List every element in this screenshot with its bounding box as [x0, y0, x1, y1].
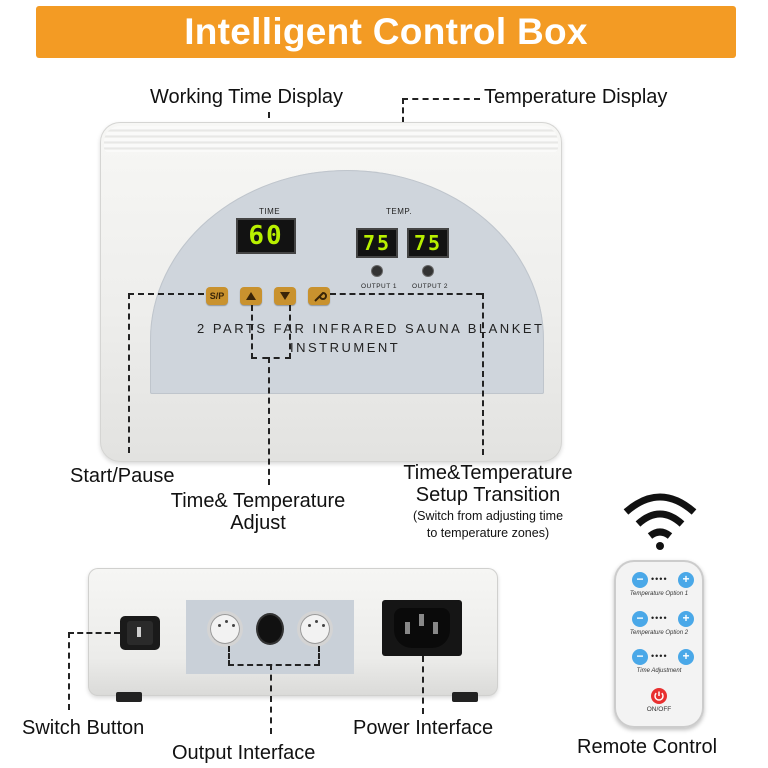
- time-temp-adjust-label-line1: Time& Temperature: [170, 490, 346, 512]
- adjust-leader-box: [251, 305, 291, 359]
- triangle-down-icon: [280, 292, 290, 300]
- setup-transition-label-line2: Setup Transition: [415, 484, 561, 506]
- time-temp-adjust-label-line2: Adjust: [230, 512, 286, 534]
- din-pin: [315, 620, 318, 623]
- output2-label: OUTPUT 2: [412, 283, 449, 290]
- temp-label: TEMP.: [386, 207, 412, 216]
- time-dots: ••••: [651, 651, 668, 661]
- power-pin: [419, 614, 424, 626]
- output-leader-box: [228, 646, 320, 666]
- start-pause-leader-h: [128, 293, 204, 295]
- setup-transition-note-line2: to temperature zones): [426, 526, 550, 540]
- option1-plus-button[interactable]: +: [678, 572, 694, 588]
- switch-leader-h: [68, 632, 120, 634]
- output-interface-label: Output Interface: [172, 742, 316, 764]
- wireless-signal-icon: [623, 493, 697, 550]
- time-plus-button[interactable]: +: [678, 649, 694, 665]
- din-pin: [322, 624, 325, 627]
- banner-title: Intelligent Control Box: [184, 11, 588, 52]
- din-pin: [308, 624, 311, 627]
- wrench-icon: [314, 291, 327, 302]
- output-knob[interactable]: [258, 615, 282, 643]
- din-pin: [232, 624, 235, 627]
- temp-display-2: 75: [407, 228, 449, 258]
- up-arrow-button[interactable]: [240, 287, 262, 305]
- panel-title-line1: 2 PARTS FAR INFRARED SAUNA BLANKET: [197, 321, 545, 336]
- option1-dots: ••••: [651, 574, 668, 584]
- din-pin: [225, 620, 228, 623]
- setup-transition-label-line1: Time&Temperature: [403, 462, 573, 484]
- temp-display-leader-h: [402, 98, 480, 100]
- din-pin: [218, 624, 221, 627]
- working-time-display-label: Working Time Display: [150, 86, 344, 108]
- power-leader-v: [422, 656, 424, 714]
- down-arrow-button[interactable]: [274, 287, 296, 305]
- triangle-up-icon: [246, 292, 256, 300]
- output1-indicator: [372, 266, 382, 276]
- option1-label: Temperature Option 1: [629, 591, 689, 597]
- option2-label: Temperature Option 2: [629, 630, 689, 636]
- option1-minus-button[interactable]: −: [632, 572, 648, 588]
- option2-dots: ••••: [651, 613, 668, 623]
- output-port-2[interactable]: [300, 614, 330, 644]
- power-icon: [654, 691, 664, 701]
- output2-indicator: [423, 266, 433, 276]
- power-interface-label: Power Interface: [353, 717, 494, 739]
- start-pause-leader-v: [128, 293, 130, 453]
- temperature-display-label: Temperature Display: [484, 86, 668, 108]
- control-box-vents: [104, 126, 558, 152]
- switch-on-mark-icon: [137, 627, 141, 637]
- transition-leader-h: [330, 293, 482, 295]
- remote-control-label: Remote Control: [577, 736, 718, 758]
- output-port-1[interactable]: [210, 614, 240, 644]
- switch-leader-v: [68, 632, 70, 710]
- output1-label: OUTPUT 1: [361, 283, 398, 290]
- time-label: TIME: [259, 207, 281, 216]
- time-display: 60: [236, 218, 296, 254]
- right-foot: [452, 692, 478, 702]
- remote-power-button[interactable]: [651, 688, 667, 704]
- onoff-label: ON/OFF: [646, 706, 672, 713]
- time-adjustment-label: Time Adjustment: [636, 668, 682, 674]
- left-foot: [116, 692, 142, 702]
- setup-transition-note-line1: (Switch from adjusting time: [412, 509, 564, 523]
- power-pin: [433, 622, 438, 634]
- panel-title-line2: INSTRUMENT: [290, 340, 401, 355]
- power-pin: [405, 622, 410, 634]
- temp-display-1: 75: [356, 228, 398, 258]
- time-minus-button[interactable]: −: [632, 649, 648, 665]
- adjust-leader-v: [268, 357, 270, 485]
- output-leader-v: [270, 664, 272, 734]
- title-banner: [36, 6, 736, 58]
- option2-minus-button[interactable]: −: [632, 611, 648, 627]
- start-pause-label: Start/Pause: [70, 465, 175, 487]
- option2-plus-button[interactable]: +: [678, 611, 694, 627]
- setup-transition-button[interactable]: [308, 287, 330, 305]
- transition-leader-v: [482, 293, 484, 455]
- switch-button-label: Switch Button: [22, 717, 145, 739]
- start-pause-button[interactable]: S/P: [206, 287, 228, 305]
